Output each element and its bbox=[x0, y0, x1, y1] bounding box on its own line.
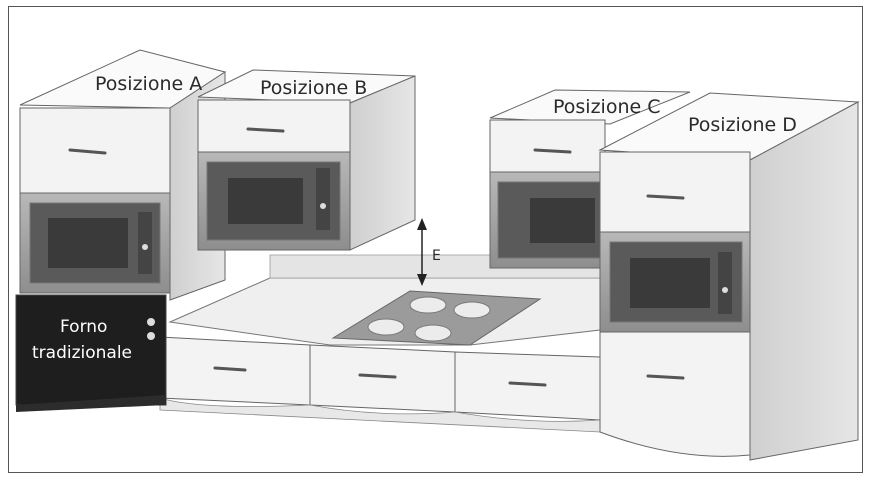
handle-icon bbox=[213, 366, 247, 372]
burner-icon bbox=[414, 324, 452, 342]
base-cabinets bbox=[159, 336, 601, 433]
handle-icon bbox=[358, 373, 397, 379]
microwave-d bbox=[599, 231, 751, 333]
forno-label-line2: tradizionale bbox=[32, 343, 132, 363]
double-arrow-icon bbox=[417, 218, 427, 286]
handle-icon bbox=[533, 148, 572, 154]
hob bbox=[331, 290, 542, 346]
burner-icon bbox=[409, 296, 447, 314]
label-posizione-d: Posizione D bbox=[688, 114, 797, 136]
microwave-c bbox=[489, 171, 606, 269]
forno-label-line1: Forno bbox=[60, 317, 107, 337]
handle-icon bbox=[508, 381, 547, 387]
column-d bbox=[598, 92, 860, 461]
column-a: Forno tradizionale bbox=[15, 49, 227, 412]
column-c bbox=[489, 89, 691, 269]
label-e: E bbox=[432, 248, 441, 264]
oven-knob-icon bbox=[147, 318, 155, 326]
label-posizione-c: Posizione C bbox=[553, 96, 661, 118]
label-posizione-a: Posizione A bbox=[95, 73, 202, 95]
traditional-oven: Forno tradizionale bbox=[15, 294, 167, 412]
handle-icon bbox=[246, 127, 285, 133]
burner-icon bbox=[367, 318, 405, 336]
burner-icon bbox=[453, 301, 491, 319]
label-posizione-b: Posizione B bbox=[260, 77, 367, 99]
handle-icon bbox=[646, 194, 685, 200]
column-b bbox=[197, 69, 416, 251]
microwave-b bbox=[197, 151, 351, 251]
microwave-a bbox=[19, 192, 171, 294]
oven-knob-icon bbox=[147, 332, 155, 340]
handle-icon bbox=[646, 374, 685, 380]
handle-icon bbox=[68, 148, 107, 155]
